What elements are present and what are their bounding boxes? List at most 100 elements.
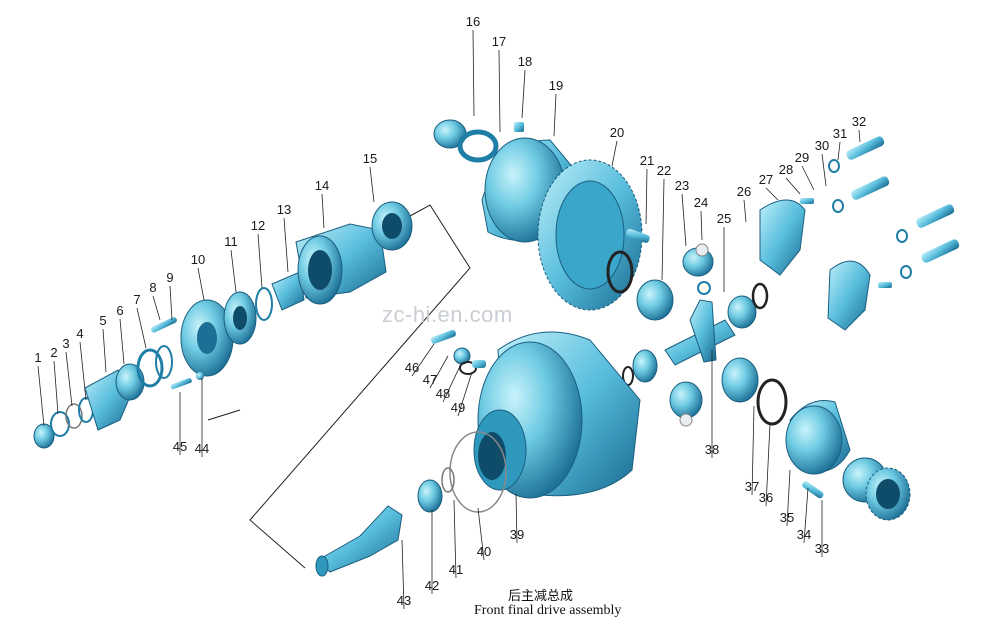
callout-13: 13 [277,202,291,217]
callout-49: 49 [451,400,465,415]
callout-6: 6 [116,303,123,318]
leader-line-7 [136,307,147,349]
callout-48: 48 [436,386,450,401]
leader-line-11 [230,249,237,293]
leader-line-9 [169,285,173,321]
callout-47: 47 [423,372,437,387]
callout-4: 4 [76,326,83,341]
leader-line-41 [453,499,457,579]
leader-line-13 [283,217,289,273]
callout-26: 26 [737,184,751,199]
callout-19: 19 [549,78,563,93]
leader-line-35 [786,469,791,527]
callout-1: 1 [34,350,41,365]
leader-line-6 [119,318,125,365]
callout-46: 46 [405,360,419,375]
callout-18: 18 [518,54,532,69]
callout-15: 15 [363,151,377,166]
leader-line-20 [611,140,618,167]
callout-7: 7 [133,292,140,307]
differential-gears-group [622,243,769,427]
main-housing-group [315,331,641,577]
leader-line-23 [681,193,687,247]
callout-35: 35 [780,510,794,525]
leader-line-29 [801,165,815,191]
callout-41: 41 [449,562,463,577]
callout-42: 42 [425,578,439,593]
callout-45: 45 [173,439,187,454]
leader-line-26 [743,199,747,223]
callout-3: 3 [62,336,69,351]
leader-line-16 [472,29,475,117]
leader-line-18 [521,69,526,119]
crown-gear-group [433,119,650,311]
callout-20: 20 [610,125,624,140]
title-english: Front final drive assembly [474,603,622,618]
leader-line-10 [197,267,205,301]
leader-line-3 [65,351,73,407]
callout-10: 10 [191,252,205,267]
callout-30: 30 [815,138,829,153]
leader-line-46 [411,343,435,377]
callout-24: 24 [694,195,708,210]
callout-44: 44 [195,441,209,456]
leader-lines [37,29,861,610]
leader-line-27 [765,187,779,201]
leader-line-47 [429,355,449,389]
callout-27: 27 [759,172,773,187]
leader-line-12 [257,233,263,289]
callout-37: 37 [745,479,759,494]
callout-17: 17 [492,34,506,49]
callout-38: 38 [705,442,719,457]
leader-line-49 [457,371,473,417]
leader-line-8 [152,295,161,321]
leader-line-5 [102,328,107,373]
leader-line-17 [498,49,501,133]
leader-line-19 [553,93,557,137]
leader-line-28 [785,177,801,195]
callout-16: 16 [466,14,480,29]
callout-5: 5 [99,313,106,328]
leader-line-14 [321,193,325,229]
callout-29: 29 [795,150,809,165]
connector-lines [207,204,471,569]
callout-22: 22 [657,163,671,178]
callout-14: 14 [315,178,329,193]
callout-31: 31 [833,126,847,141]
leader-line-22 [661,178,665,281]
callout-33: 33 [815,541,829,556]
leader-line-36 [765,423,771,507]
callout-23: 23 [675,178,689,193]
leader-line-32 [858,129,861,143]
callout-8: 8 [149,280,156,295]
leader-line-4 [79,341,87,401]
callout-32: 32 [852,114,866,129]
leader-line-39 [515,493,518,544]
callout-11: 11 [224,234,238,249]
leader-line-21 [645,168,648,225]
callout-34: 34 [797,527,811,542]
leader-line-43 [401,539,405,610]
side-bearing-group [721,357,911,521]
leader-line-31 [837,141,841,161]
leader-line-24 [700,210,703,241]
callout-36: 36 [759,490,773,505]
small-parts-group [430,329,486,375]
callout-2: 2 [50,345,57,360]
leader-line-2 [53,360,59,415]
bearing-cap-group [759,136,960,331]
leader-line-40 [477,507,485,561]
leader-line-30 [821,153,827,187]
watermark: zc-hi.en.com [382,302,513,327]
leader-line-1 [37,365,45,427]
callout-39: 39 [510,527,524,542]
leader-line-37 [751,405,755,496]
title-chinese: 后主减总成 [508,589,574,604]
callout-21: 21 [640,153,654,168]
callout-9: 9 [166,270,173,285]
callout-40: 40 [477,544,491,559]
leader-line-34 [803,487,809,544]
callout-28: 28 [779,162,793,177]
